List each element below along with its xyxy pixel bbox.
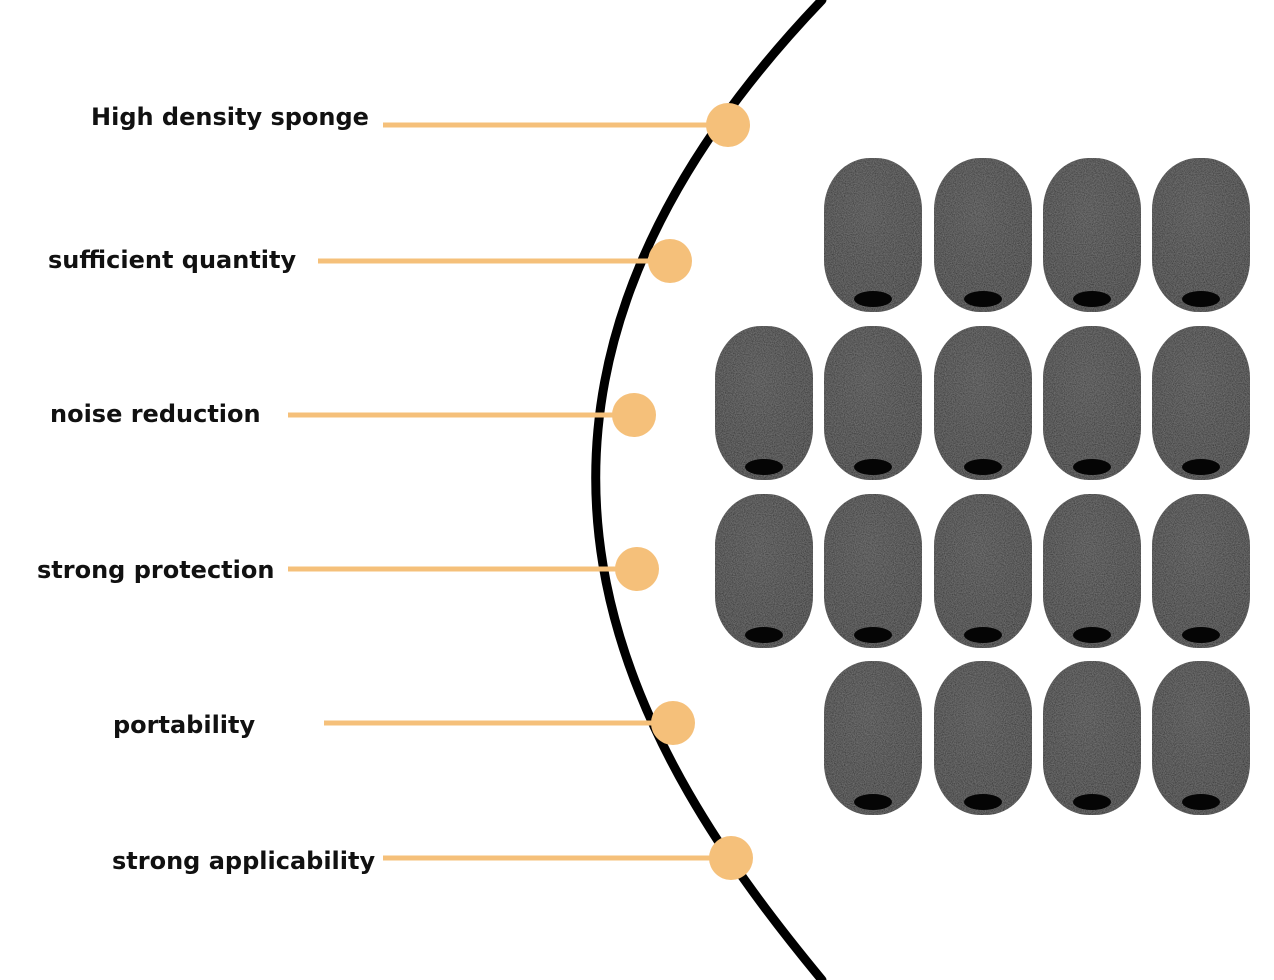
foam-windscreen-icon: [715, 326, 813, 480]
foam-windscreen-icon: [715, 494, 813, 648]
foam-windscreen-icon: [934, 661, 1032, 815]
foam-opening: [854, 627, 892, 643]
foam-body: [715, 326, 813, 480]
foam-opening: [854, 794, 892, 810]
foam-windscreen-icon: [1152, 494, 1250, 648]
foam-opening: [745, 459, 783, 475]
foam-opening: [1182, 459, 1220, 475]
foam-body: [824, 326, 922, 480]
foam-opening: [745, 627, 783, 643]
foam-opening: [1073, 627, 1111, 643]
foam-windscreen-icon: [824, 494, 922, 648]
foam-opening: [964, 459, 1002, 475]
foam-body: [934, 494, 1032, 648]
foam-windscreen-icon: [824, 158, 922, 312]
foam-windscreen-icon: [1152, 661, 1250, 815]
foam-opening: [854, 459, 892, 475]
foam-body: [715, 494, 813, 648]
foam-windscreen-icon: [1043, 158, 1141, 312]
feature-label-strong-protection: strong protection: [37, 556, 275, 584]
foam-windscreen-icon: [1043, 661, 1141, 815]
foam-body: [1043, 158, 1141, 312]
foam-body: [1152, 158, 1250, 312]
foam-body: [1043, 494, 1141, 648]
foam-windscreen-icon: [824, 326, 922, 480]
foam-windscreen-icon: [1152, 158, 1250, 312]
foam-windscreen-icon: [1043, 494, 1141, 648]
foam-opening: [1073, 459, 1111, 475]
foam-body: [1152, 326, 1250, 480]
foam-windscreen-icon: [1152, 326, 1250, 480]
feature-label-portability: portability: [113, 711, 256, 739]
feature-label-strong-applicability: strong applicability: [112, 847, 376, 875]
feature-label-high-density-sponge: High density sponge: [91, 103, 369, 131]
foam-windscreen-icon: [824, 661, 922, 815]
foam-body: [1152, 494, 1250, 648]
foam-body: [824, 661, 922, 815]
connector-dot-0: [706, 103, 750, 147]
foam-body: [1043, 661, 1141, 815]
foam-opening: [964, 794, 1002, 810]
foam-body: [934, 661, 1032, 815]
foam-opening: [854, 291, 892, 307]
foam-grid: [715, 158, 1250, 815]
feature-label-noise-reduction: noise reduction: [50, 400, 261, 428]
foam-opening: [1182, 291, 1220, 307]
foam-windscreen-icon: [934, 326, 1032, 480]
curved-divider-line: [591, 0, 827, 980]
foam-opening: [964, 627, 1002, 643]
connector-dot-4: [651, 701, 695, 745]
connector-group: [288, 103, 753, 880]
connector-dot-5: [709, 836, 753, 880]
foam-body: [934, 158, 1032, 312]
feature-label-sufficient-quantity: sufficient quantity: [48, 246, 297, 274]
foam-opening: [1073, 794, 1111, 810]
connector-dot-2: [612, 393, 656, 437]
foam-windscreen-icon: [934, 158, 1032, 312]
foam-body: [934, 326, 1032, 480]
foam-opening: [1182, 794, 1220, 810]
foam-opening: [964, 291, 1002, 307]
foam-body: [1043, 326, 1141, 480]
foam-body: [1152, 661, 1250, 815]
foam-opening: [1073, 291, 1111, 307]
foam-windscreen-icon: [934, 494, 1032, 648]
foam-body: [824, 158, 922, 312]
foam-body: [824, 494, 922, 648]
foam-opening: [1182, 627, 1220, 643]
foam-windscreen-icon: [1043, 326, 1141, 480]
connector-dot-3: [615, 547, 659, 591]
connector-dot-1: [648, 239, 692, 283]
